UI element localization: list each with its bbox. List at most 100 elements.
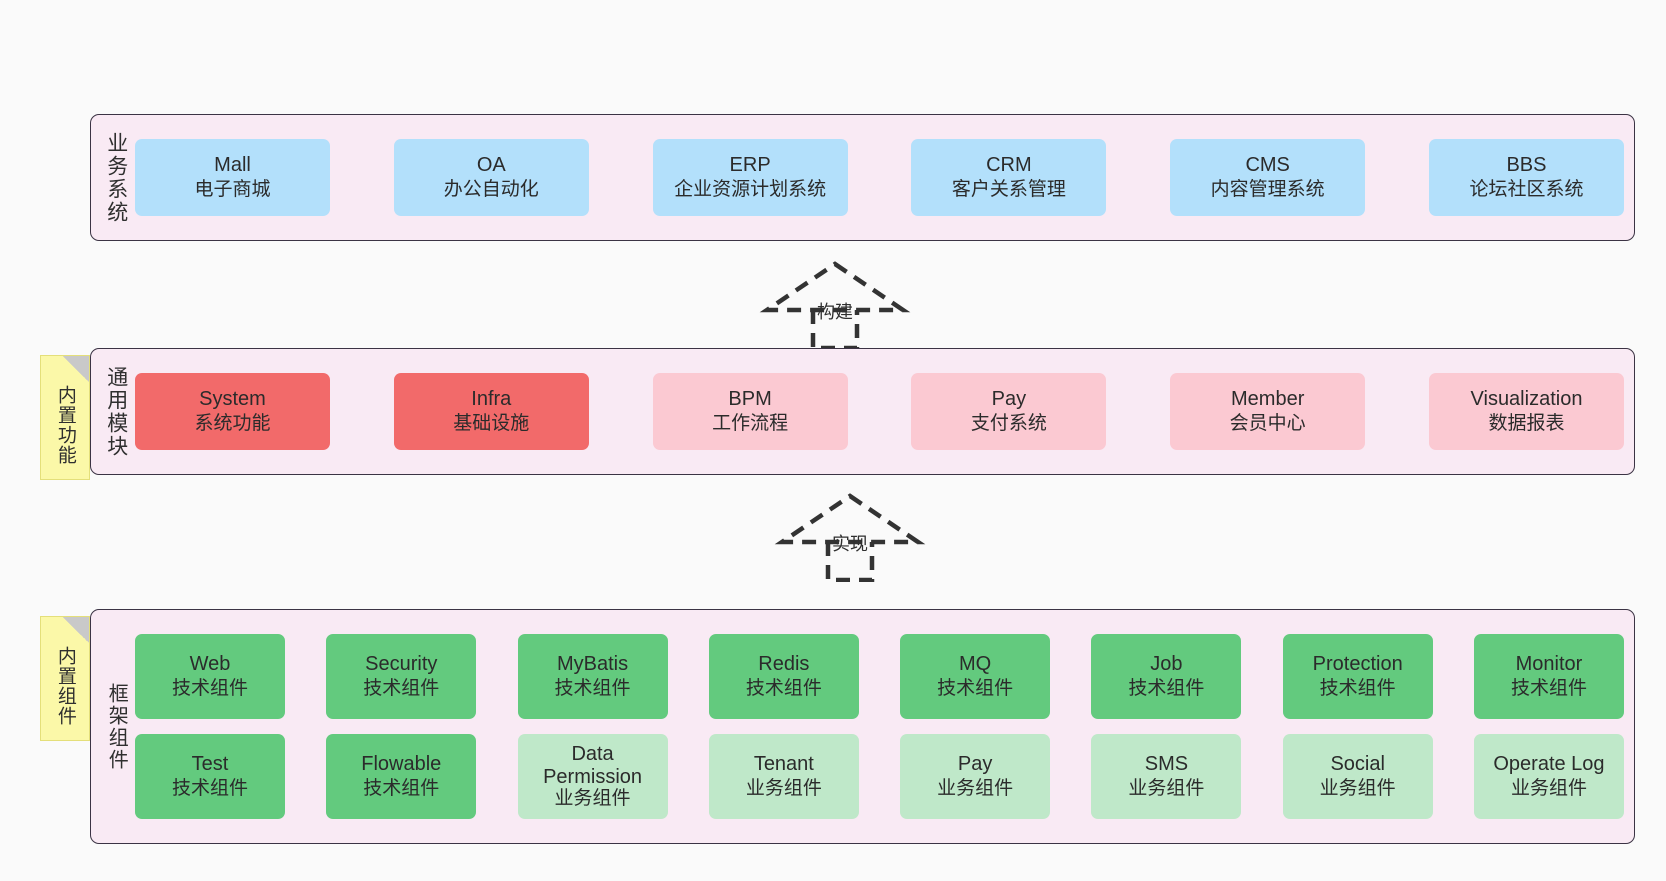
card-row: Test 技术组件 Flowable 技术组件 Data Permission … (135, 734, 1624, 819)
connector-build: 构建 (755, 258, 915, 351)
card-system[interactable]: System 系统功能 (135, 373, 330, 450)
layer-business-system: 业务系统 Mall 电子商城 OA 办公自动化 ERP 企业资源计划系统 CRM… (90, 114, 1635, 241)
card-protection[interactable]: Protection 技术组件 (1282, 634, 1433, 719)
layer-title-common-module: 通用模块 (104, 365, 128, 458)
card-pay[interactable]: Pay 支付系统 (911, 373, 1107, 450)
card-title: MyBatis (557, 653, 629, 676)
note-builtin-function: 内置功能 (40, 355, 90, 480)
card-data-permission[interactable]: Data Permission 业务组件 (517, 734, 668, 819)
card-title: Flowable (361, 753, 442, 776)
card-web[interactable]: Web 技术组件 (135, 634, 285, 719)
card-title: Data Permission (543, 743, 643, 788)
card-subtitle: 内容管理系统 (1210, 179, 1325, 201)
card-title: Pay (957, 753, 993, 776)
card-bbs[interactable]: BBS 论坛社区系统 (1428, 139, 1624, 216)
layer-title-framework-component: 框架组件 (105, 682, 128, 771)
card-subtitle: 工作流程 (712, 413, 789, 435)
card-subtitle: 技术组件 (171, 778, 248, 800)
implement-arrow-icon (774, 493, 926, 583)
card-subtitle: 基础设施 (453, 413, 530, 435)
card-title: BBS (1506, 154, 1547, 177)
card-row: Mall 电子商城 OA 办公自动化 ERP 企业资源计划系统 CRM 客户关系… (135, 139, 1624, 216)
card-title: Operate Log (1493, 753, 1605, 776)
card-subtitle: 客户关系管理 (951, 179, 1066, 201)
card-title: BPM (728, 388, 772, 411)
card-subtitle: 技术组件 (937, 678, 1014, 700)
card-row: System 系统功能 Infra 基础设施 BPM 工作流程 Pay 支付系统… (135, 373, 1624, 450)
card-title: Visualization (1470, 388, 1583, 411)
card-title: SMS (1144, 753, 1189, 776)
card-group-framework-component: Web 技术组件 Security 技术组件 MyBatis 技术组件 Redi… (135, 619, 1624, 834)
card-mall[interactable]: Mall 电子商城 (135, 139, 330, 216)
card-pay-business[interactable]: Pay 业务组件 (900, 734, 1051, 819)
note-fold-icon (63, 356, 89, 382)
card-infra[interactable]: Infra 基础设施 (393, 373, 589, 450)
card-subtitle: 技术组件 (171, 678, 248, 700)
card-subtitle: 电子商城 (194, 179, 271, 201)
layer-title-business-system: 业务系统 (104, 131, 128, 224)
card-subtitle: 业务组件 (1319, 778, 1396, 800)
card-oa[interactable]: OA 办公自动化 (393, 139, 589, 216)
card-row: Web 技术组件 Security 技术组件 MyBatis 技术组件 Redi… (135, 634, 1624, 719)
card-bpm[interactable]: BPM 工作流程 (652, 373, 848, 450)
card-security[interactable]: Security 技术组件 (326, 634, 477, 719)
connector-implement-label: 实现 (832, 534, 868, 554)
card-title: Social (1330, 753, 1385, 776)
note-label: 内置组件 (54, 645, 76, 726)
connector-implement: 实现 (770, 490, 930, 583)
card-tenant[interactable]: Tenant 业务组件 (708, 734, 859, 819)
card-title: CMS (1245, 154, 1290, 177)
card-title: Tenant (753, 753, 814, 776)
card-title: OA (476, 154, 506, 177)
card-subtitle: 业务组件 (937, 778, 1014, 800)
card-crm[interactable]: CRM 客户关系管理 (911, 139, 1107, 216)
card-subtitle: 会员中心 (1229, 413, 1306, 435)
note-fold-icon (63, 617, 89, 643)
card-redis[interactable]: Redis 技术组件 (708, 634, 859, 719)
card-subtitle: 业务组件 (745, 778, 822, 800)
card-title: Redis (758, 653, 810, 676)
layer-common-module: 通用模块 System 系统功能 Infra 基础设施 BPM 工作流程 Pay… (90, 348, 1635, 475)
card-subtitle: 技术组件 (1128, 678, 1205, 700)
card-operate-log[interactable]: Operate Log 业务组件 (1473, 734, 1624, 819)
card-member[interactable]: Member 会员中心 (1170, 373, 1366, 450)
connector-build-label: 构建 (817, 302, 853, 322)
note-builtin-component: 内置组件 (40, 616, 90, 741)
card-subtitle: 技术组件 (1510, 678, 1587, 700)
card-title: Monitor (1515, 653, 1583, 676)
card-subtitle: 办公自动化 (443, 179, 539, 201)
card-title: System (199, 388, 266, 411)
card-cms[interactable]: CMS 内容管理系统 (1170, 139, 1366, 216)
card-title: Web (189, 653, 231, 676)
card-title: Member (1231, 388, 1305, 411)
card-title: Pay (991, 388, 1027, 411)
layer-framework-component: 框架组件 Web 技术组件 Security 技术组件 MyBatis 技术组件… (90, 609, 1635, 844)
card-title: Test (191, 753, 229, 776)
card-erp[interactable]: ERP 企业资源计划系统 (652, 139, 848, 216)
card-test[interactable]: Test 技术组件 (135, 734, 285, 819)
card-job[interactable]: Job 技术组件 (1091, 634, 1242, 719)
card-subtitle: 论坛社区系统 (1469, 179, 1584, 201)
card-subtitle: 数据报表 (1488, 413, 1565, 435)
note-label: 内置功能 (54, 384, 76, 465)
card-monitor[interactable]: Monitor 技术组件 (1473, 634, 1624, 719)
card-subtitle: 技术组件 (554, 678, 631, 700)
card-title: Mall (214, 154, 251, 177)
card-title: ERP (729, 154, 771, 177)
card-flowable[interactable]: Flowable 技术组件 (326, 734, 477, 819)
card-subtitle: 支付系统 (970, 413, 1047, 435)
card-social[interactable]: Social 业务组件 (1282, 734, 1433, 819)
card-subtitle: 业务组件 (1128, 778, 1205, 800)
card-mq[interactable]: MQ 技术组件 (900, 634, 1051, 719)
card-subtitle: 企业资源计划系统 (674, 179, 827, 201)
card-subtitle: 技术组件 (363, 678, 440, 700)
card-mybatis[interactable]: MyBatis 技术组件 (517, 634, 668, 719)
card-sms[interactable]: SMS 业务组件 (1091, 734, 1242, 819)
card-subtitle: 系统功能 (194, 413, 271, 435)
card-group-business-system: Mall 电子商城 OA 办公自动化 ERP 企业资源计划系统 CRM 客户关系… (135, 124, 1624, 231)
card-visualization[interactable]: Visualization 数据报表 (1428, 373, 1624, 450)
card-title: CRM (986, 154, 1032, 177)
card-title: Security (365, 653, 438, 676)
card-subtitle: 技术组件 (745, 678, 822, 700)
